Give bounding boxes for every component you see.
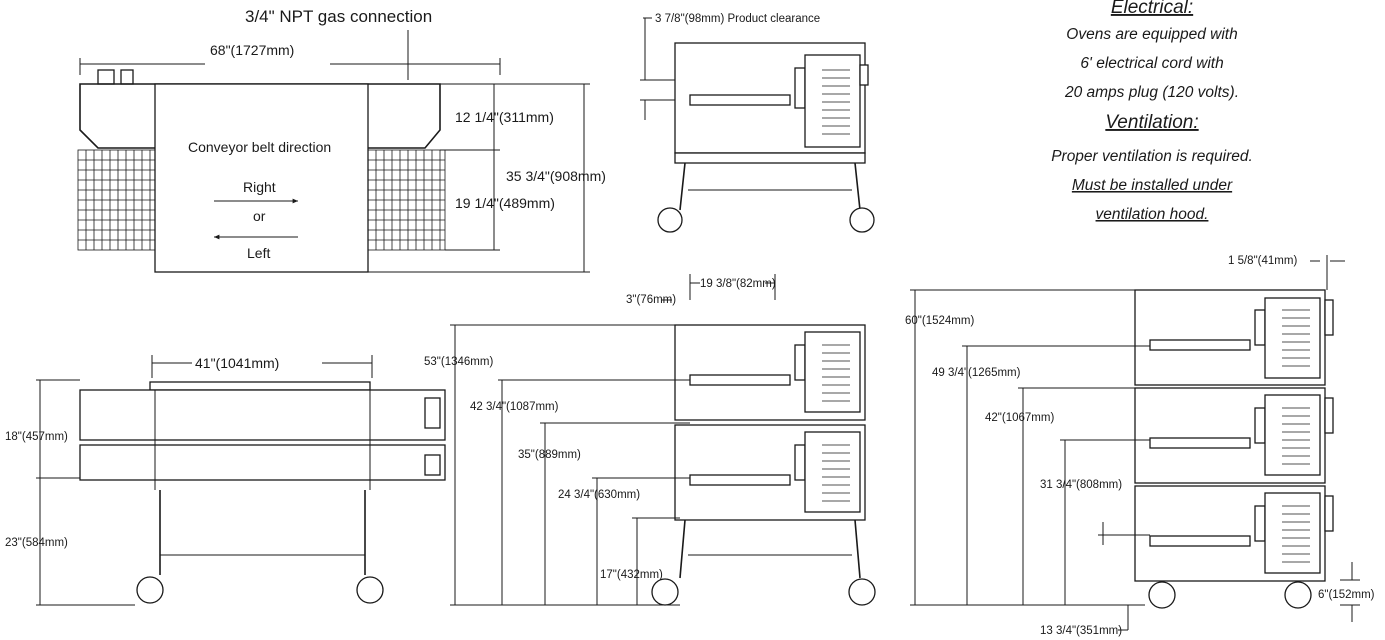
depth-top-dimension: 12 1/4"(311mm) [455, 109, 554, 125]
or-label: or [253, 208, 266, 224]
oven-top-rail [149, 381, 371, 391]
front-caster-right [356, 576, 384, 604]
belt-direction-label: Conveyor belt direction [188, 139, 331, 155]
height-3-dimension: 31 3/4"(808mm) [1040, 479, 1122, 491]
electrical-title: Electrical: [1111, 0, 1193, 18]
ventilation-under-1: Must be installed under [1072, 177, 1233, 194]
front-view: 41"(1041mm) 18"(457mm) 23"(584mm) [5, 355, 446, 606]
caster-right [1284, 581, 1312, 609]
lower-oven-body [79, 444, 446, 481]
side-offset-dimension: 3"(76mm) [626, 294, 676, 306]
conveyor-grid-right [367, 149, 446, 251]
length-dimension-41: 41"(1041mm) [195, 355, 279, 371]
ventilation-under-2: ventilation hood. [1096, 206, 1209, 223]
height-4-dimension: 13 3/4"(351mm) [1040, 625, 1122, 637]
front-caster-left [136, 576, 164, 604]
control-panel [794, 67, 806, 109]
height-5-dimension: 6"(152mm) [1318, 589, 1375, 601]
control-panel-lower [424, 454, 441, 476]
right-label: Right [243, 179, 276, 195]
side-vent-panel [804, 54, 861, 148]
gas-valve-right [120, 69, 134, 85]
electrical-line-2: 6' electrical cord with [1080, 55, 1223, 72]
oven-height-dimension: 18"(457mm) [5, 431, 68, 443]
gas-valve-left [97, 69, 115, 85]
caster-left [657, 207, 683, 233]
conveyor-slot [689, 94, 791, 106]
notes: Electrical: Ovens are equipped with 6' e… [1051, 0, 1253, 223]
double-stack-view: 19 3/8"(82mm) 3"(76mm) 53"(1346mm) 42 3/… [424, 274, 876, 606]
depth-total-dimension: 35 3/4"(908mm) [506, 168, 606, 184]
caster-right [848, 578, 876, 606]
single-oven-side-view: 3 7/8"(98mm) Product clearance [640, 13, 875, 233]
control-panel-upper [424, 397, 441, 429]
front-panel [154, 83, 369, 273]
height-2-dimension: 35"(889mm) [518, 449, 581, 461]
caster-left [651, 578, 679, 606]
triple-stack-view: 1 5/8"(41mm) 60"(1524mm) 49 3/4"(1265mm) [905, 255, 1375, 637]
width-dimension-68: 68"(1727mm) [210, 42, 294, 58]
stand-top [674, 152, 866, 164]
height-1-dimension: 49 3/4"(1265mm) [932, 367, 1021, 379]
height-3-dimension: 24 3/4"(630mm) [558, 489, 640, 501]
caster-right [849, 207, 875, 233]
height-1-dimension: 42 3/4"(1087mm) [470, 401, 559, 413]
electrical-line-1: Ovens are equipped with [1066, 26, 1237, 43]
electrical-line-3: 20 amps plug (120 volts). [1064, 84, 1239, 101]
gas-connection-label: 3/4" NPT gas connection [245, 7, 432, 26]
upper-oven-body [79, 389, 446, 441]
left-label: Left [247, 245, 270, 261]
total-height-dimension: 60"(1524mm) [905, 315, 974, 327]
side-offset-dimension: 1 5/8"(41mm) [1228, 255, 1297, 267]
top-view: 3/4" NPT gas connection 68"(1727mm) Conv… [77, 7, 606, 273]
conveyor-grid-left [77, 149, 156, 251]
height-4-dimension: 17"(432mm) [600, 569, 663, 581]
top-offset-dimension: 19 3/8"(82mm) [700, 278, 776, 290]
product-clearance-label: 3 7/8"(98mm) Product clearance [655, 13, 820, 25]
total-height-dimension: 53"(1346mm) [424, 356, 493, 368]
height-2-dimension: 42"(1067mm) [985, 412, 1054, 424]
belt-width-dimension: 19 1/4"(489mm) [455, 195, 555, 211]
stand-height-dimension: 23"(584mm) [5, 537, 68, 549]
ventilation-title: Ventilation: [1105, 112, 1198, 133]
ventilation-line: Proper ventilation is required. [1051, 148, 1253, 165]
caster-left [1148, 581, 1176, 609]
